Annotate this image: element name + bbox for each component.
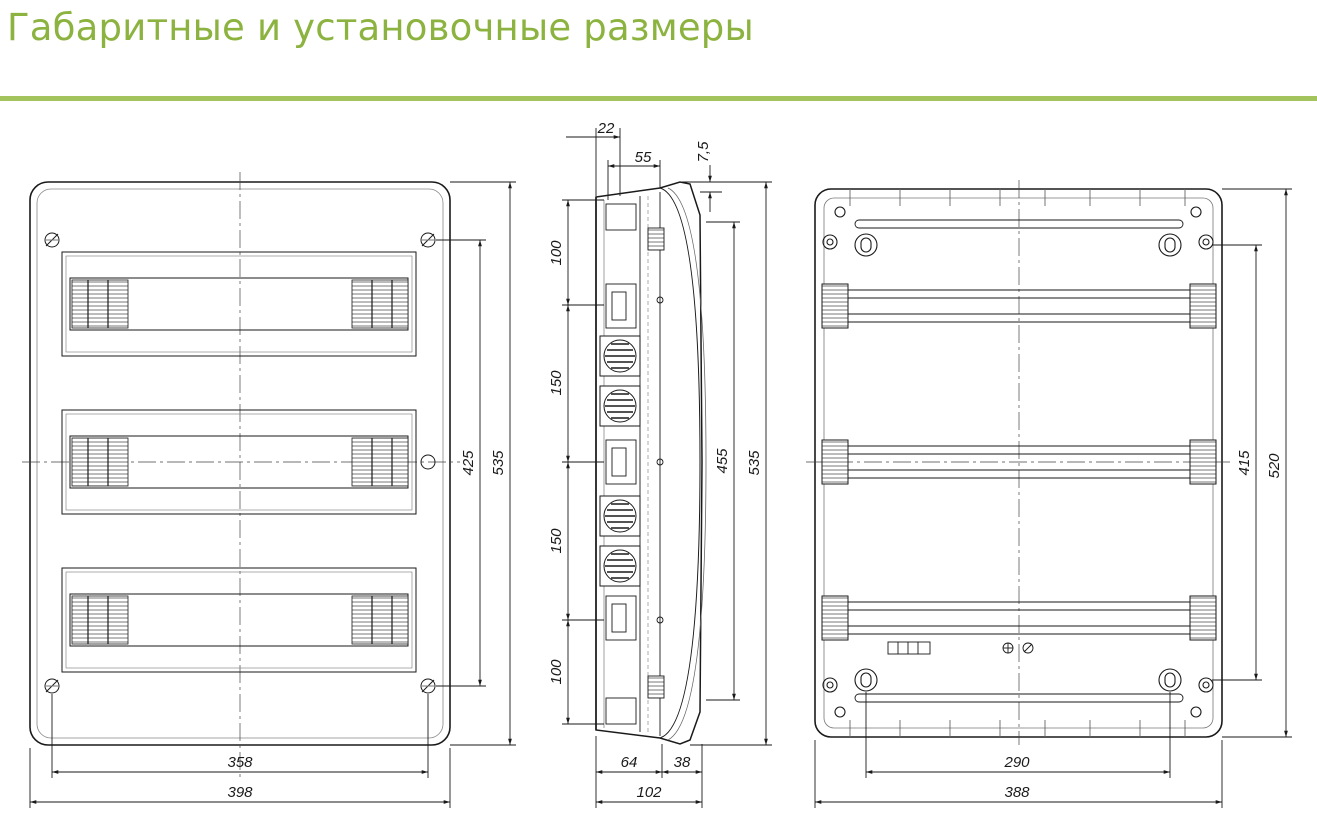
back-mounting-hole [822,206,1214,718]
front-dimensions [29,181,516,808]
back-mount-width-label: 290 [1003,754,1030,771]
back-edge-ribs [849,189,1186,737]
back-din-rail [821,283,1217,641]
side-seg-bottom-label: 100 [548,659,565,685]
side-depth-base-label: 64 [621,754,638,771]
front-mount-height-label: 425 [460,450,477,476]
page-title: Габаритные и установочные размеры [7,6,754,49]
side-inner-height-label: 455 [714,448,731,474]
side-top-offset-label: 22 [597,120,615,137]
back-enclosure-outline [814,188,1223,738]
side-lip-label: 7,5 [695,141,712,163]
side-seg-top-label: 100 [548,240,565,266]
side-seg-mid1-label: 150 [548,370,565,396]
title-underline [0,96,1317,101]
side-body-outline [595,181,703,745]
front-screw [44,232,436,694]
side-depth-top-label: 55 [635,149,652,166]
back-outer-height-label: 520 [1266,453,1283,479]
front-mount-width-label: 358 [227,754,253,771]
front-outer-width-label: 398 [227,784,253,801]
back-view [806,180,1292,808]
back-mount-height-label: 415 [1236,450,1253,476]
back-label-symbols [887,641,1034,655]
side-dimensions [562,128,772,808]
module-row-bottom [61,567,417,673]
back-enclosure-inner [823,197,1214,729]
side-depth-door-label: 38 [674,754,691,771]
module-row-top [61,251,417,357]
back-dimensions [814,188,1292,808]
side-rail-clip [605,203,637,725]
side-view [562,128,772,808]
front-outer-height-label: 535 [490,450,507,476]
side-hinge [647,227,665,699]
side-depth-total-label: 102 [636,784,662,801]
side-outer-height-label: 535 [746,450,763,476]
side-door-curve [659,187,701,739]
front-view [22,172,516,808]
back-outer-width-label: 388 [1004,784,1030,801]
module-row-middle [61,409,417,515]
side-cable-entry [599,335,641,587]
side-seg-mid2-label: 150 [548,528,565,554]
